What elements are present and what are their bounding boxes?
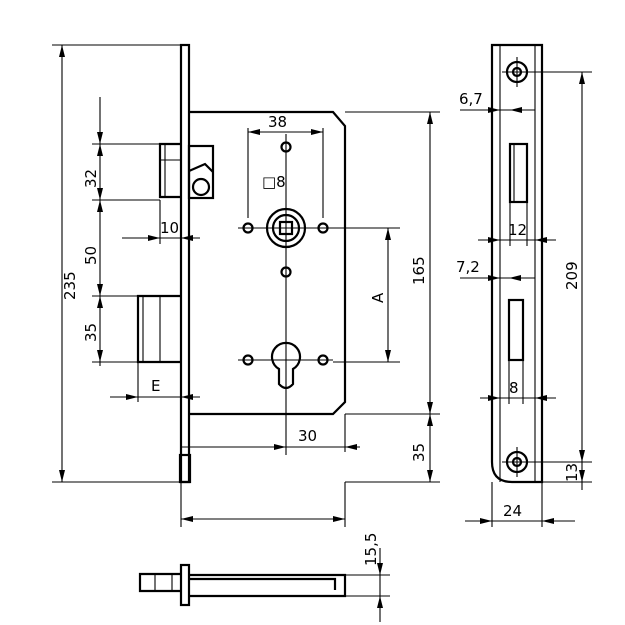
faceplate-side-view bbox=[490, 43, 544, 484]
cylinder-cutout bbox=[270, 341, 302, 390]
bolt-opening bbox=[507, 298, 525, 362]
dim-165: 165 bbox=[410, 256, 428, 285]
dim-6-7: 6,7 bbox=[459, 90, 483, 108]
latch-bolt bbox=[158, 142, 181, 199]
lock-case bbox=[189, 110, 347, 416]
dim-24: 24 bbox=[503, 502, 522, 520]
section-latch bbox=[138, 572, 181, 593]
latch-spring-circle bbox=[191, 177, 211, 197]
latch-opening bbox=[508, 142, 529, 204]
dim-35-left: 35 bbox=[82, 323, 100, 342]
faceplate bbox=[179, 43, 191, 484]
dim-35-right: 35 bbox=[410, 443, 428, 462]
section-faceplate bbox=[179, 563, 191, 607]
dim-square-8: □8 bbox=[262, 173, 286, 191]
dim-E: E bbox=[151, 377, 160, 395]
dim-8: 8 bbox=[509, 379, 519, 397]
dim-15-5: 15,5 bbox=[362, 533, 380, 566]
lock-front-view bbox=[136, 43, 347, 484]
side-view-dimensions: 6,7 12 7,2 8 209 13 bbox=[456, 71, 592, 527]
bottom-section-view: 15,5 bbox=[138, 533, 390, 622]
dim-7-2: 7,2 bbox=[456, 258, 480, 276]
dim-13: 13 bbox=[563, 463, 581, 482]
dim-50: 50 bbox=[82, 246, 100, 265]
dim-30: 30 bbox=[298, 427, 317, 445]
dim-235: 235 bbox=[61, 271, 79, 300]
dim-32: 32 bbox=[82, 169, 100, 188]
section-case bbox=[189, 573, 347, 598]
dim-209: 209 bbox=[563, 261, 581, 290]
dim-A: A bbox=[369, 292, 387, 303]
faceplate-bottom-tab bbox=[178, 453, 192, 484]
dim-10: 10 bbox=[160, 219, 179, 237]
dim-38: 38 bbox=[268, 113, 287, 131]
front-view-dimensions: 235 32 50 35 10 E 38 bbox=[52, 44, 440, 527]
dim-12: 12 bbox=[508, 221, 527, 239]
